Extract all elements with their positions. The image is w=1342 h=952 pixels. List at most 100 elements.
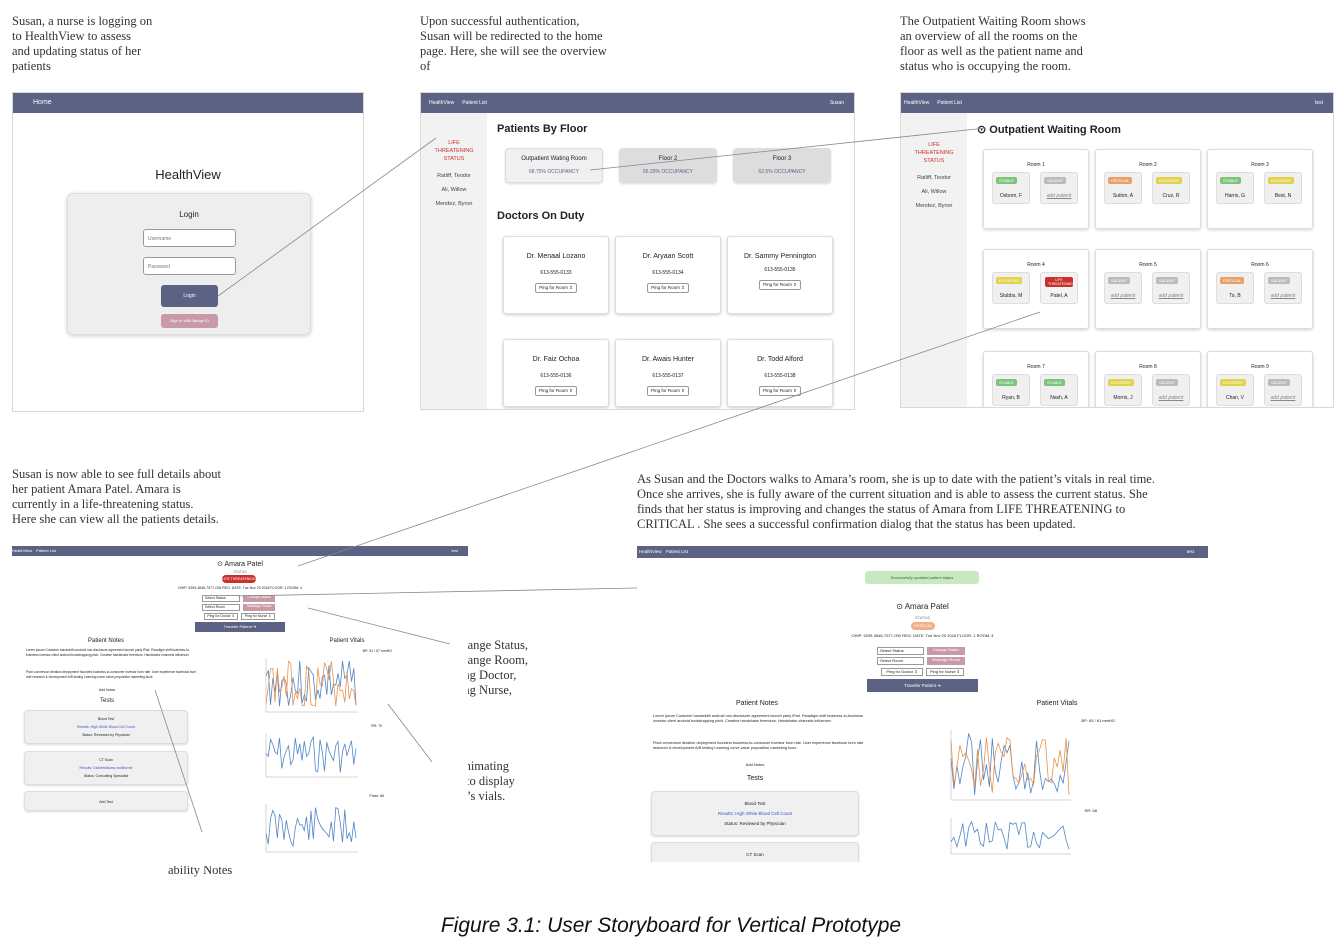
nav-home[interactable]: Home	[33, 99, 52, 106]
back-icon[interactable]: ⊙	[977, 124, 987, 136]
caption-patient: Susan is now able to see full details ab…	[12, 467, 221, 526]
pulse-readout: Pulse: 86	[369, 794, 384, 798]
ping-doctor-select[interactable]: Ping for Doctor ⇕	[204, 613, 238, 620]
sidebar-item[interactable]: Ali, Willow	[441, 187, 467, 193]
sidebar-item[interactable]: Ali, Willow	[921, 189, 947, 195]
bed-patient[interactable]: add patient	[1158, 395, 1184, 401]
ping-nurse-select[interactable]: Ping for Nurse ⇕	[241, 613, 275, 620]
bed-patient[interactable]: add patient	[1046, 193, 1072, 199]
ping-room-select[interactable]: Ping for Room ⇕	[759, 280, 801, 290]
nav-user[interactable]: Susan	[829, 100, 844, 106]
nav-brand[interactable]: HealthView	[429, 100, 455, 106]
test-card[interactable]: CT Scan	[651, 842, 859, 862]
back-icon[interactable]: ⊙	[896, 602, 905, 611]
badge-signin-button[interactable]: Sign In With Badge ID	[161, 314, 218, 328]
transfer-patient-button[interactable]: Transfer Patient ➜	[867, 679, 978, 692]
test-result: Results: Dicklebottoms multiforme	[79, 766, 133, 770]
room-select[interactable]: Select Room	[877, 657, 924, 665]
vitals-title: Patient Vitals	[329, 638, 365, 644]
sidebar-title: LIFE THREATENING STATUS	[434, 140, 474, 162]
bed-patient[interactable]: add patient	[1110, 293, 1136, 299]
nav-user[interactable]: test	[451, 548, 458, 553]
ping-doctor-select[interactable]: Ping for Doctor ⇕	[881, 668, 923, 676]
sidebar-item[interactable]: Mendez, Byron	[915, 203, 953, 209]
username-field[interactable]: Username	[143, 229, 236, 247]
bed-patient[interactable]: add patient	[1270, 293, 1296, 299]
nav-user[interactable]: test	[1186, 549, 1194, 554]
add-notes-link[interactable]: Add Notes	[98, 688, 116, 692]
nav-patient-list[interactable]: Patient List	[462, 100, 487, 106]
doctor-phone: 613-555-0134	[652, 270, 684, 276]
nav-patient-list[interactable]: Patient List	[937, 100, 962, 106]
nav-brand[interactable]: HealthView	[639, 549, 662, 554]
add-test-button[interactable]: Add Test	[24, 791, 188, 811]
change-status-button[interactable]: Change Status	[243, 595, 275, 602]
sidebar-item[interactable]: Ratliff, Teodor	[917, 175, 951, 181]
bed-patient[interactable]: add patient	[1270, 395, 1296, 401]
sidebar-item[interactable]: Mendez, Byron	[435, 201, 473, 207]
change-status-button[interactable]: Change Status	[927, 647, 965, 655]
status-select[interactable]: Select Status	[202, 595, 240, 602]
note-item: Lorem ipsum Customer bandwidth android n…	[26, 648, 190, 657]
test-name: Blood Test	[97, 717, 115, 721]
transfer-patient-button[interactable]: Transfer Patient ➜	[195, 622, 285, 632]
password-field[interactable]: Password	[143, 257, 236, 275]
rr-readout: RR: 70	[371, 724, 382, 728]
add-notes-link[interactable]: Add Notes	[745, 762, 765, 767]
bed-patient[interactable]: add patient	[1158, 293, 1184, 299]
nav-brand[interactable]: HealthView	[12, 548, 33, 553]
bed-status-badge: LIFE THREATENING	[1045, 277, 1073, 287]
bed-status-badge: ELEVATED	[996, 277, 1023, 284]
bed-patient: Osborn, F	[999, 193, 1023, 199]
room-select[interactable]: Select Room	[202, 604, 240, 611]
rr-chart	[265, 733, 358, 778]
nav-patient-list[interactable]: Patient List	[36, 548, 56, 553]
reassign-room-button[interactable]: Reassign Room	[243, 604, 275, 611]
ping-room-select[interactable]: Ping for Room ⇕	[535, 283, 577, 293]
status-select[interactable]: Select Status	[877, 647, 924, 655]
ping-nurse-select[interactable]: Ping for Nurse ⇕	[926, 668, 964, 676]
doctor-name: Dr. Sammy Pennington	[744, 253, 816, 260]
back-icon[interactable]: ⊙	[217, 561, 225, 568]
bed-status-badge: ELEVATED	[1268, 177, 1295, 184]
login-button[interactable]: Login	[161, 285, 218, 307]
nav-user[interactable]: test	[1314, 100, 1323, 106]
nav-patient-list[interactable]: Patient List	[665, 549, 688, 554]
reassign-room-button[interactable]: Reassign Room	[927, 657, 965, 665]
ping-room-select[interactable]: Ping for Room ⇕	[647, 283, 689, 293]
ping-room-select[interactable]: Ping for Room ⇕	[759, 386, 801, 396]
ping-room-select[interactable]: Ping for Room ⇕	[535, 386, 577, 396]
room-name: Room 4	[1027, 262, 1045, 268]
caption-home: Upon successful authentication, Susan wi…	[420, 14, 607, 73]
nav-brand[interactable]: HealthView	[904, 100, 930, 106]
sidebar-item[interactable]: Ratliff, Teodor	[437, 173, 471, 179]
ping-room-select[interactable]: Ping for Room ⇕	[647, 386, 689, 396]
